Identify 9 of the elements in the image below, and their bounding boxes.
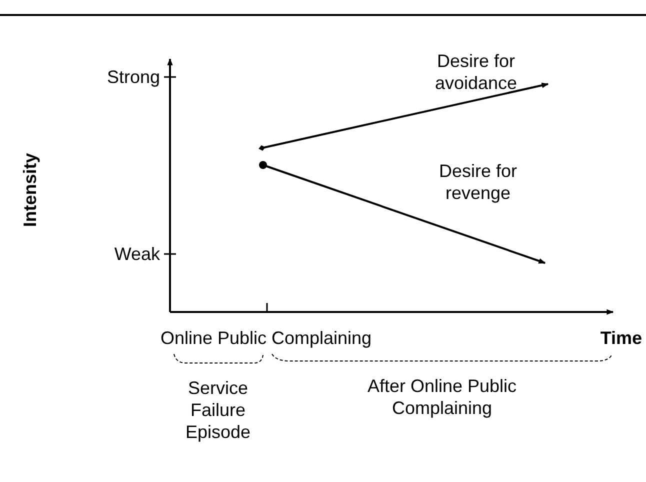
curve-label: Desire for revenge: [438, 160, 518, 204]
axis-tick-label: Weak: [114, 243, 160, 265]
curve-label: Desire for avoidance: [434, 50, 518, 94]
period-label: After Online Public Complaining: [366, 375, 518, 419]
period-label: Service Failure Episode: [184, 377, 252, 443]
axis-tick-label: Strong: [106, 66, 160, 88]
axis-title: Intensity: [19, 153, 41, 227]
axis-title: Time: [600, 327, 642, 349]
axis-tick-label: Online Public Complaining: [159, 327, 373, 349]
